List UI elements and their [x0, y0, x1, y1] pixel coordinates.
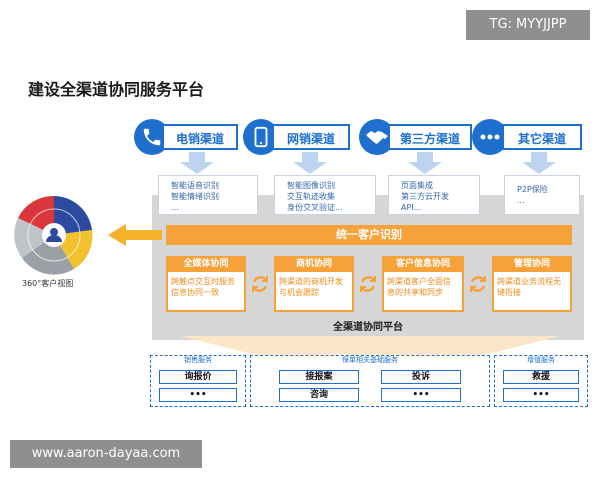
- channel-phone-box: 电销渠道: [162, 124, 238, 150]
- sync-cycle-icon: [360, 276, 376, 292]
- feature-box-online: 智能图像识别交互轨迹收集身份交叉验证...: [274, 175, 376, 215]
- feature-box-other: P2P保险...: [504, 175, 580, 215]
- down-arrow-icon: [293, 152, 327, 174]
- channel-third-party-box: 第三方渠道: [388, 124, 472, 150]
- service-item: •••: [381, 388, 461, 402]
- service-item: 投诉: [381, 370, 461, 384]
- down-arrow-icon: [522, 152, 556, 174]
- connector-fan: [180, 336, 560, 356]
- module-body-opportunity: 跨渠道的商机开发 与机会跟踪: [274, 272, 354, 312]
- service-item: 询报价: [159, 370, 237, 384]
- service-group-sales: 销售服务 询报价 •••: [150, 355, 246, 407]
- module-header-opportunity: 商机协同: [274, 256, 354, 272]
- diagram-title: 建设全渠道协同服务平台: [28, 80, 205, 99]
- service-item: 救援: [503, 370, 579, 384]
- down-arrow-icon: [180, 152, 214, 174]
- channel-other-box: 其它渠道: [502, 124, 582, 150]
- module-header-management: 管理协同: [492, 256, 572, 272]
- customer-view-wheel-icon: [14, 195, 93, 275]
- platform-name: 全渠道协同平台: [333, 322, 403, 333]
- service-group-policy: 保单相关基础服务 接报案 投诉 咨询 •••: [250, 355, 490, 407]
- module-header-customer-info: 客户信息协同: [382, 256, 464, 272]
- unified-identify-bar: 统一客户识别: [166, 225, 572, 245]
- down-arrow-icon: [408, 152, 442, 174]
- module-body-management: 跨渠道业务流程无 缝衔接: [492, 272, 572, 312]
- service-item: •••: [503, 388, 579, 402]
- module-body-omnimedia: 跨触点交互时服务 信息协同一致: [166, 272, 246, 312]
- feature-box-phone: 智能语音识别智能情绪识别...: [158, 175, 258, 215]
- watermark-top: TG: MYYJJPP: [466, 10, 590, 40]
- service-item: 接报案: [279, 370, 359, 384]
- service-group-title: 保单相关基础服务: [342, 356, 398, 364]
- service-group-title: 增值服务: [527, 356, 555, 364]
- channel-online-box: 网销渠道: [272, 124, 350, 150]
- left-arrow-icon: [108, 224, 162, 246]
- service-item: 咨询: [279, 388, 359, 402]
- customer-view-label: 360°客户视图: [22, 279, 74, 288]
- sync-cycle-icon: [470, 276, 486, 292]
- service-group-title: 销售服务: [184, 356, 212, 364]
- watermark-bottom: www.aaron-dayaa.com: [10, 440, 202, 468]
- module-body-customer-info: 跨渠道客户全面信 息的共享和同步: [382, 272, 464, 312]
- sync-cycle-icon: [252, 276, 268, 292]
- service-item: •••: [159, 388, 237, 402]
- service-group-value-added: 增值服务 救援 •••: [494, 355, 588, 407]
- module-header-omnimedia: 全媒体协同: [166, 256, 246, 272]
